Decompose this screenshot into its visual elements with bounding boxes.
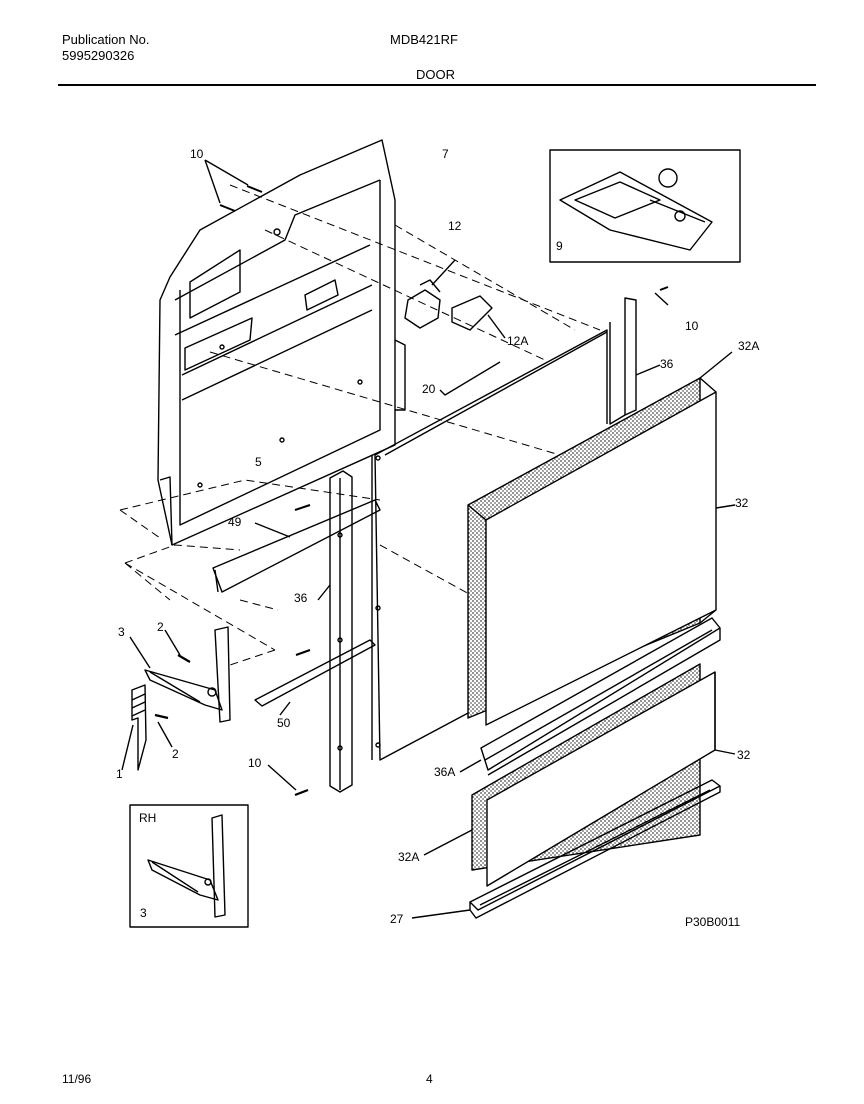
- callout-12: 12: [448, 219, 462, 233]
- page-number: 4: [426, 1072, 433, 1086]
- publication-label: Publication No.: [62, 32, 150, 47]
- model-number: MDB421RF: [390, 32, 458, 47]
- callout-2-lower: 2: [172, 747, 179, 761]
- callout-9: 9: [556, 239, 563, 253]
- callout-32a-bottom: 32A: [398, 850, 420, 864]
- callout-36-right: 36: [660, 357, 674, 371]
- inset-rh-part: 3: [140, 906, 147, 920]
- callout-32-bottom: 32: [737, 748, 751, 762]
- callout-36a: 36A: [434, 765, 456, 779]
- footer-date: 11/96: [62, 1072, 92, 1086]
- callout-1: 1: [116, 767, 123, 781]
- callout-36-left: 36: [294, 591, 308, 605]
- section-title: DOOR: [416, 67, 455, 82]
- diagram-code: P30B0011: [685, 915, 741, 929]
- callout-3: 3: [118, 625, 125, 639]
- callout-2-upper: 2: [157, 620, 164, 634]
- callout-32-top: 32: [735, 496, 749, 510]
- callout-5: 5: [255, 455, 262, 469]
- inset-rh-label: RH: [139, 811, 157, 825]
- callout-32a-top: 32A: [738, 339, 760, 353]
- callout-10: 10: [190, 147, 204, 161]
- callout-20: 20: [422, 382, 436, 396]
- inner-door-panel: [157, 139, 406, 546]
- callout-10-right: 10: [685, 319, 699, 333]
- header-rule: [58, 84, 816, 86]
- callout-7: 7: [442, 147, 449, 161]
- publication-number: 5995290326: [62, 48, 135, 63]
- callout-49: 49: [228, 515, 242, 529]
- callout-50: 50: [277, 716, 291, 730]
- callout-10-bottom: 10: [248, 756, 262, 770]
- callout-27: 27: [390, 912, 404, 926]
- callout-12a: 12A: [507, 334, 529, 348]
